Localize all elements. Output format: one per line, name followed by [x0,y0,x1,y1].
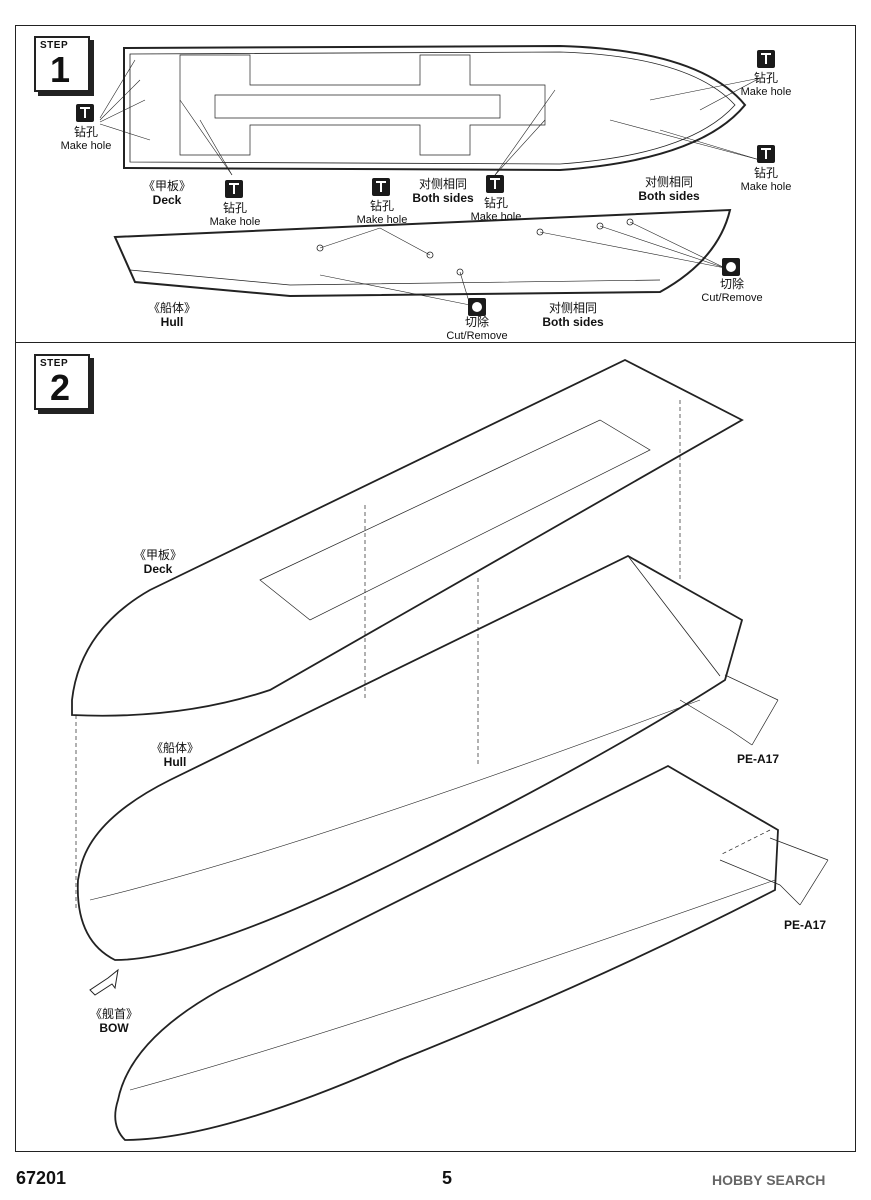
make-hole-label: 钻孔 Make hole [352,199,412,226]
both-sides-cn: 对侧相同 [548,301,597,315]
hull-en: Hull [160,314,184,329]
bow-arrow [89,968,119,996]
watermark: HOBBY SEARCH [712,1172,826,1188]
drill-icon [486,175,504,193]
make-hole-en: Make hole [740,85,792,98]
make-hole-en: Make hole [470,210,522,223]
make-hole-cn: 钻孔 [753,71,778,85]
step-number: 1 [50,49,71,90]
make-hole-label: 钻孔 Make hole [56,125,116,152]
cut-remove-cn: 切除 [464,315,489,329]
drill-icon [757,145,775,163]
drill-icon [225,180,243,198]
deck-en: Deck [143,561,173,576]
drill-icon [757,50,775,68]
make-hole-cn: 钻孔 [753,166,778,180]
deck-label-step1: 《甲板》 Deck [137,179,197,208]
cut-remove-label: 切除 Cut/Remove [445,315,509,342]
both-sides-label: 对侧相同 Both sides [630,175,708,204]
make-hole-en: Make hole [60,139,112,152]
make-hole-label: 钻孔 Make hole [466,196,526,223]
drill-icon [76,104,94,122]
make-hole-cn: 钻孔 [73,125,98,139]
deck-en: Deck [152,192,182,207]
hull-cn: 《船体》 [147,301,196,315]
deck-3d [71,358,744,717]
both-sides-label: 对侧相同 Both sides [534,301,612,330]
make-hole-cn: 钻孔 [369,199,394,213]
both-sides-cn: 对侧相同 [418,177,467,191]
bow-cn: 《舰首》 [89,1007,138,1021]
bottom-hull-3d [114,764,779,1141]
hull-3d [76,554,744,961]
bow-en: BOW [99,1020,129,1035]
hull-cn: 《船体》 [150,741,199,755]
deck-cn: 《甲板》 [133,548,182,562]
make-hole-cn: 钻孔 [483,196,508,210]
step-1-badge: STEP 1 [34,36,90,92]
page-number: 5 [442,1168,453,1188]
bow-label: 《舰首》 BOW [82,1007,146,1036]
cut-circle-icon [468,298,486,316]
both-sides-label: 对侧相同 Both sides [404,177,482,206]
make-hole-cn: 钻孔 [222,201,247,215]
make-hole-en: Make hole [209,215,261,228]
product-code: 67201 [16,1168,67,1188]
both-sides-en: Both sides [412,190,474,205]
cut-remove-label: 切除 Cut/Remove [700,277,764,304]
make-hole-label: 钻孔 Make hole [736,71,796,98]
drill-icon [372,178,390,196]
both-sides-cn: 对侧相同 [644,175,693,189]
step-2-badge: STEP 2 [34,354,90,410]
step-word: STEP [40,358,69,369]
step-number: 2 [50,367,71,408]
make-hole-label: 钻孔 Make hole [205,201,265,228]
pe-part-label: PE-A17 [784,918,827,932]
hull-label-step1: 《船体》 Hull [140,301,204,330]
step-word: STEP [40,40,69,51]
make-hole-en: Make hole [356,213,408,226]
deck-label-step2: 《甲板》 Deck [128,548,188,577]
hull-label-step2: 《船体》 Hull [143,741,207,770]
deck-outline [123,44,747,172]
cut-remove-cn: 切除 [719,277,744,291]
both-sides-en: Both sides [638,188,700,203]
both-sides-en: Both sides [542,314,604,329]
step-2-panel [15,342,856,1152]
make-hole-label: 钻孔 Make hole [736,166,796,193]
cut-remove-en: Cut/Remove [701,291,763,304]
make-hole-en: Make hole [740,180,792,193]
hull-en: Hull [163,754,187,769]
cut-remove-en: Cut/Remove [446,329,508,342]
cut-circle-icon [722,258,740,276]
pe-part-label: PE-A17 [737,752,780,766]
deck-cn: 《甲板》 [142,179,191,193]
